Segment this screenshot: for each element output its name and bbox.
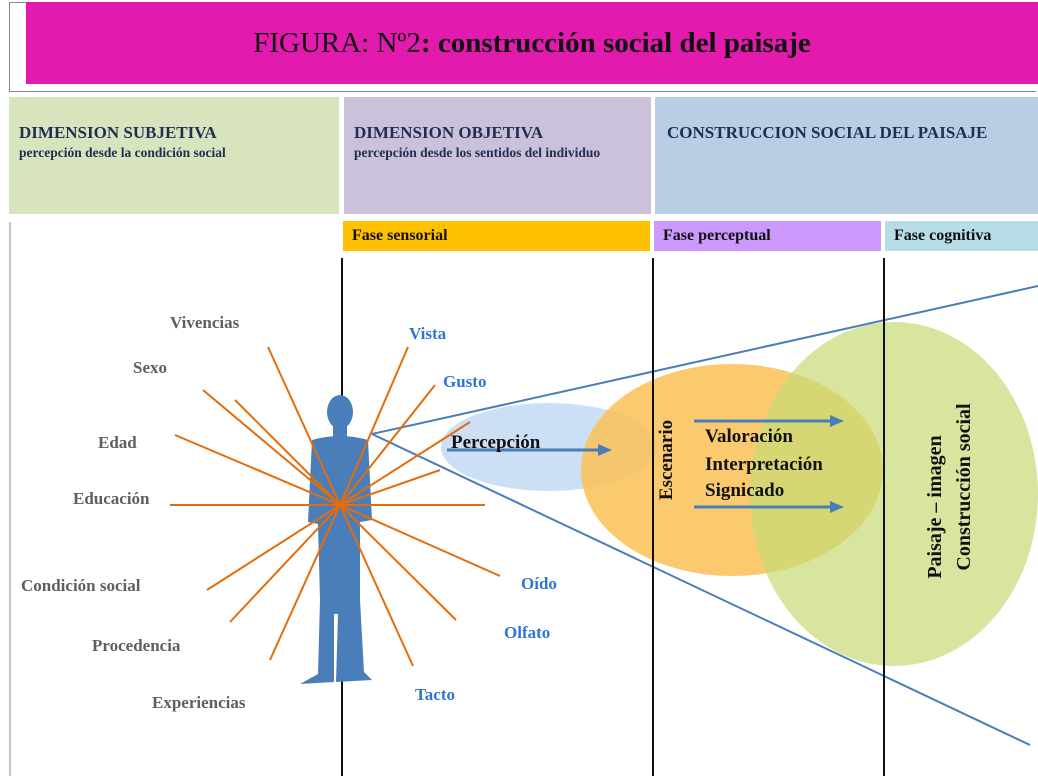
label-construccion-social: Construcción social bbox=[953, 403, 975, 571]
social-ray bbox=[269, 504, 341, 661]
process-arrows bbox=[447, 415, 844, 513]
phase-perceptual: Fase perceptual bbox=[654, 221, 881, 251]
phase-cognitiva: Fase cognitiva bbox=[885, 221, 1038, 251]
social-ray bbox=[339, 504, 457, 621]
social-ray bbox=[234, 399, 341, 506]
factor-educacion: Educación bbox=[73, 489, 150, 508]
factor-vivencias: Vivencias bbox=[170, 313, 240, 332]
person-silhouette bbox=[300, 395, 372, 684]
arrow-valoracion-head bbox=[830, 415, 844, 427]
factor-experiencias: Experiencias bbox=[152, 693, 246, 712]
social-ray bbox=[339, 504, 414, 667]
label-percepcion: Percepción bbox=[451, 432, 541, 453]
social-ray bbox=[339, 421, 471, 506]
objective-subtitle: percepción desde los sentidos del indivi… bbox=[354, 145, 601, 160]
subjective-subtitle: percepción desde la condición social bbox=[19, 145, 226, 160]
label-interpretacion: Interpretación bbox=[705, 454, 823, 475]
subjective-title: DIMENSION SUBJETIVA bbox=[19, 123, 217, 142]
figure-title-main: : construcción social del paisaje bbox=[420, 26, 811, 59]
factor-condicion-social: Condición social bbox=[21, 576, 141, 595]
social-ray bbox=[267, 346, 341, 506]
label-significado: Signicado bbox=[705, 480, 785, 501]
cone-lower-edge bbox=[371, 433, 1031, 746]
header-objective-dimension: DIMENSION OBJETIVA percepción desde los … bbox=[344, 97, 651, 214]
sense-gusto: Gusto bbox=[443, 372, 487, 391]
social-ray bbox=[339, 346, 409, 506]
factor-procedencia: Procedencia bbox=[92, 636, 181, 655]
arrow-significado-head bbox=[830, 501, 844, 513]
factor-edad: Edad bbox=[98, 433, 137, 452]
label-valoracion: Valoración bbox=[705, 426, 793, 447]
social-ray bbox=[339, 469, 441, 506]
sense-tacto: Tacto bbox=[415, 685, 455, 704]
phase-sensorial: Fase sensorial bbox=[343, 221, 650, 251]
label-paisaje-imagen: Paisaje – imagen bbox=[924, 435, 946, 579]
sense-oido: Oído bbox=[521, 574, 557, 593]
sense-vista: Vista bbox=[409, 324, 447, 343]
social-ray bbox=[174, 434, 341, 506]
social-ray bbox=[229, 504, 341, 623]
social-ray bbox=[202, 389, 341, 506]
figure-title: FIGURA: Nº2: construcción social del pai… bbox=[26, 2, 1038, 84]
header-social-construction: CONSTRUCCION SOCIAL DEL PAISAJE bbox=[655, 97, 1038, 214]
sense-olfato: Olfato bbox=[504, 623, 551, 642]
figure-title-prefix: FIGURA: Nº2 bbox=[253, 26, 421, 59]
header-subjective-dimension: DIMENSION SUBJETIVA percepción desde la … bbox=[9, 97, 339, 214]
construction-title: CONSTRUCCION SOCIAL DEL PAISAJE bbox=[667, 123, 988, 142]
social-ray bbox=[339, 384, 436, 506]
cone-upper-edge bbox=[371, 285, 1038, 435]
social-rays bbox=[170, 346, 501, 667]
label-escenario: Escenario bbox=[656, 419, 677, 501]
social-ray bbox=[206, 504, 341, 591]
objective-title: DIMENSION OBJETIVA bbox=[354, 123, 544, 142]
arrow-percepcion-head bbox=[598, 444, 612, 456]
factor-sexo: Sexo bbox=[133, 358, 167, 377]
social-ray bbox=[339, 504, 501, 577]
landscape-image-ellipse bbox=[750, 322, 1038, 666]
